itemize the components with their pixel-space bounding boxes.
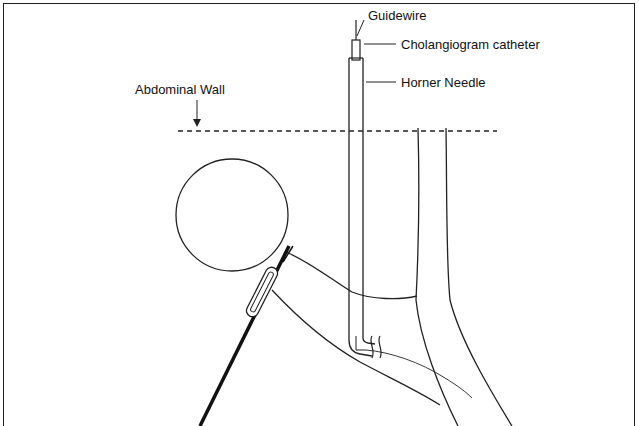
clip-shaft [283,246,293,262]
duct-wall [286,252,417,299]
horner-needle [363,58,375,344]
clip-shaft [200,246,289,426]
duct-wall [272,290,440,405]
surgical-clip [244,265,279,319]
round-organ [176,159,288,271]
guidewire-label: Guidewire [367,8,428,23]
abdominal-wall-label: Abdominal Wall [134,82,226,97]
needle-label: Horner Needle [400,75,487,90]
needle-tip [356,336,366,350]
horner-needle [349,58,372,356]
catheter-label: Cholangiogram catheter [400,37,541,52]
arrowhead [193,119,201,127]
frame [4,4,635,426]
cholangiogram-catheter [352,40,360,60]
horner-needle [349,57,363,58]
guidewire [366,350,472,398]
guidewire [355,20,356,42]
leader-line [364,44,396,45]
leader-line [357,20,364,36]
leader-line [366,82,396,83]
abdominal-wall-line [178,130,497,132]
duct-wall [416,128,458,426]
needle-twist [371,336,381,358]
duct-wall [446,128,512,426]
